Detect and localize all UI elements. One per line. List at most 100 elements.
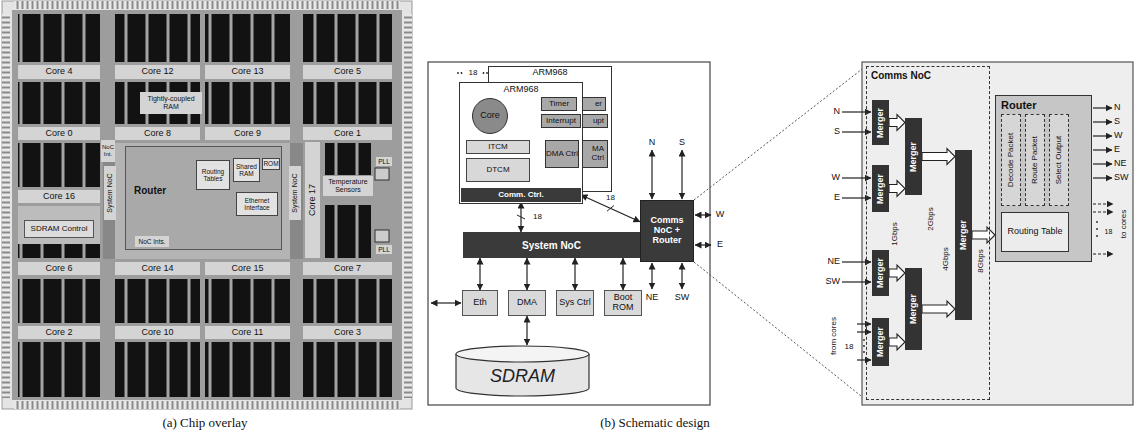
core-label-band: Core 15: [205, 262, 290, 275]
label-box: 8Gbps: [975, 247, 986, 275]
bus-connector: [527, 316, 528, 345]
merger-block: Merger: [872, 250, 889, 296]
label-box: Temperature Sensors: [323, 176, 373, 196]
zoom-panel: [857, 359, 871, 360]
merger-block: Merger: [872, 100, 889, 145]
label-text: 18: [845, 343, 854, 352]
node-text: Select Output: [1055, 136, 1064, 184]
pipeline-stage: Decode Packet: [1001, 114, 1021, 206]
label-box: 18: [466, 68, 480, 78]
chip-photo: [303, 82, 392, 124]
node-text: Sys Ctrl: [559, 298, 591, 308]
label-text: NE: [1114, 159, 1127, 169]
chip-photo: [205, 279, 290, 323]
label-text: E: [1114, 145, 1120, 155]
label-box: E: [714, 239, 726, 250]
node-text: Core 5: [334, 67, 361, 77]
bus-bar: System NoC: [463, 232, 640, 258]
label-box: W: [1114, 130, 1132, 142]
label-box: 1Gbps: [889, 220, 900, 248]
schematic-frame: [428, 62, 866, 405]
node-text: Core 0: [45, 129, 72, 139]
hollow-arrow: [922, 301, 955, 317]
comms-noc-region: Comms NoCMergerMergerMergerMergerMergerM…: [866, 66, 990, 400]
bus-connector: [575, 258, 576, 290]
chip-photo: [325, 143, 371, 175]
label-box: N: [647, 137, 657, 148]
chip-photo: [303, 279, 392, 323]
node-text: ITCM: [488, 143, 508, 152]
core-label-band: Core 12: [115, 65, 200, 79]
bus-width-label: 18: [531, 213, 544, 222]
core-label-band: Core 7: [303, 262, 392, 275]
label-text: 8Gbps: [976, 249, 985, 273]
schematic-frame: [428, 62, 710, 405]
node-text: DMA: [517, 298, 537, 308]
node-text: Core 1: [334, 129, 361, 139]
chip-photo: [2, 1, 412, 409]
schematic-frame: [681, 150, 682, 199]
label-box: S: [1114, 116, 1132, 128]
chip-photo: [375, 168, 389, 180]
label-box: SW: [1114, 172, 1132, 184]
figure-caption: (a) Chip overlay: [162, 416, 247, 430]
bus-connector: [622, 258, 623, 290]
zoom-panel: [1096, 221, 1098, 223]
node-text: Merger: [876, 258, 886, 288]
label-box: E: [822, 192, 840, 204]
merger-block: Merger: [955, 150, 972, 320]
node-text: Route Packet: [1031, 136, 1040, 184]
bus-connector: [517, 202, 525, 232]
label-text: W: [716, 210, 725, 220]
node-text: ARM968: [460, 85, 582, 95]
schematic-frame: [457, 72, 459, 74]
label-box: N: [822, 106, 840, 118]
node-text: Ethernet Interface: [237, 197, 277, 211]
zoom-panel: [1096, 235, 1098, 237]
node-text: Comms NoC + Router: [641, 216, 693, 246]
node-text: Core 2: [45, 328, 72, 338]
pipeline-stage: Route Packet: [1025, 114, 1045, 206]
hollow-arrow: [972, 227, 995, 243]
bus-connector: [623, 258, 624, 290]
bus-connector: [526, 316, 527, 345]
chip-photo: [18, 244, 100, 258]
bus-connector: [527, 258, 528, 290]
node-text: Merger: [876, 107, 886, 137]
node-text: Eth: [473, 298, 487, 308]
router-block: RouterRouting TablesShared RAMROMEtherne…: [125, 146, 282, 250]
label-box: 2Gbps: [925, 205, 936, 233]
peripheral-box: Interrupt: [541, 114, 581, 128]
peripheral-box: DMA Ctrl: [545, 140, 579, 168]
chip-photo: [18, 206, 100, 258]
bus-connector: [526, 258, 527, 290]
zoom-panel: [1093, 212, 1113, 213]
node-text: Core 6: [45, 264, 72, 274]
zoom-panel: [863, 345, 865, 347]
label-text: W: [1114, 131, 1123, 141]
device-box: Boot ROM: [604, 290, 642, 316]
chip-photo: [14, 1, 400, 9]
bus-width-tick: [607, 206, 614, 212]
node-text: upt: [593, 117, 604, 126]
hollow-arrow: [889, 115, 905, 131]
zoom-panel: [1093, 107, 1112, 108]
label-text: System NoC: [106, 173, 114, 212]
node-text: SDRAM: [490, 367, 555, 387]
chip-block: Ethernet Interface: [236, 192, 278, 216]
zoom-panel: [857, 331, 871, 332]
node-text: Core 16: [43, 192, 75, 202]
label-box: System NoC: [289, 166, 301, 220]
node-text: Comms NoC: [871, 70, 931, 81]
peripheral-box: Timer: [541, 97, 577, 111]
label-text: S: [834, 127, 840, 137]
chip-photo: [18, 342, 100, 397]
core-circle: Core: [472, 98, 508, 134]
label-text: 1Gbps: [890, 222, 899, 246]
label-box: 18: [843, 342, 855, 352]
core-label-band: Core 5: [303, 65, 392, 79]
cylinder-outline: [456, 346, 589, 362]
chip-photo: [18, 279, 100, 323]
memory-box: DTCM: [466, 158, 530, 182]
sdram-controller: SDRAM Control: [24, 220, 94, 238]
